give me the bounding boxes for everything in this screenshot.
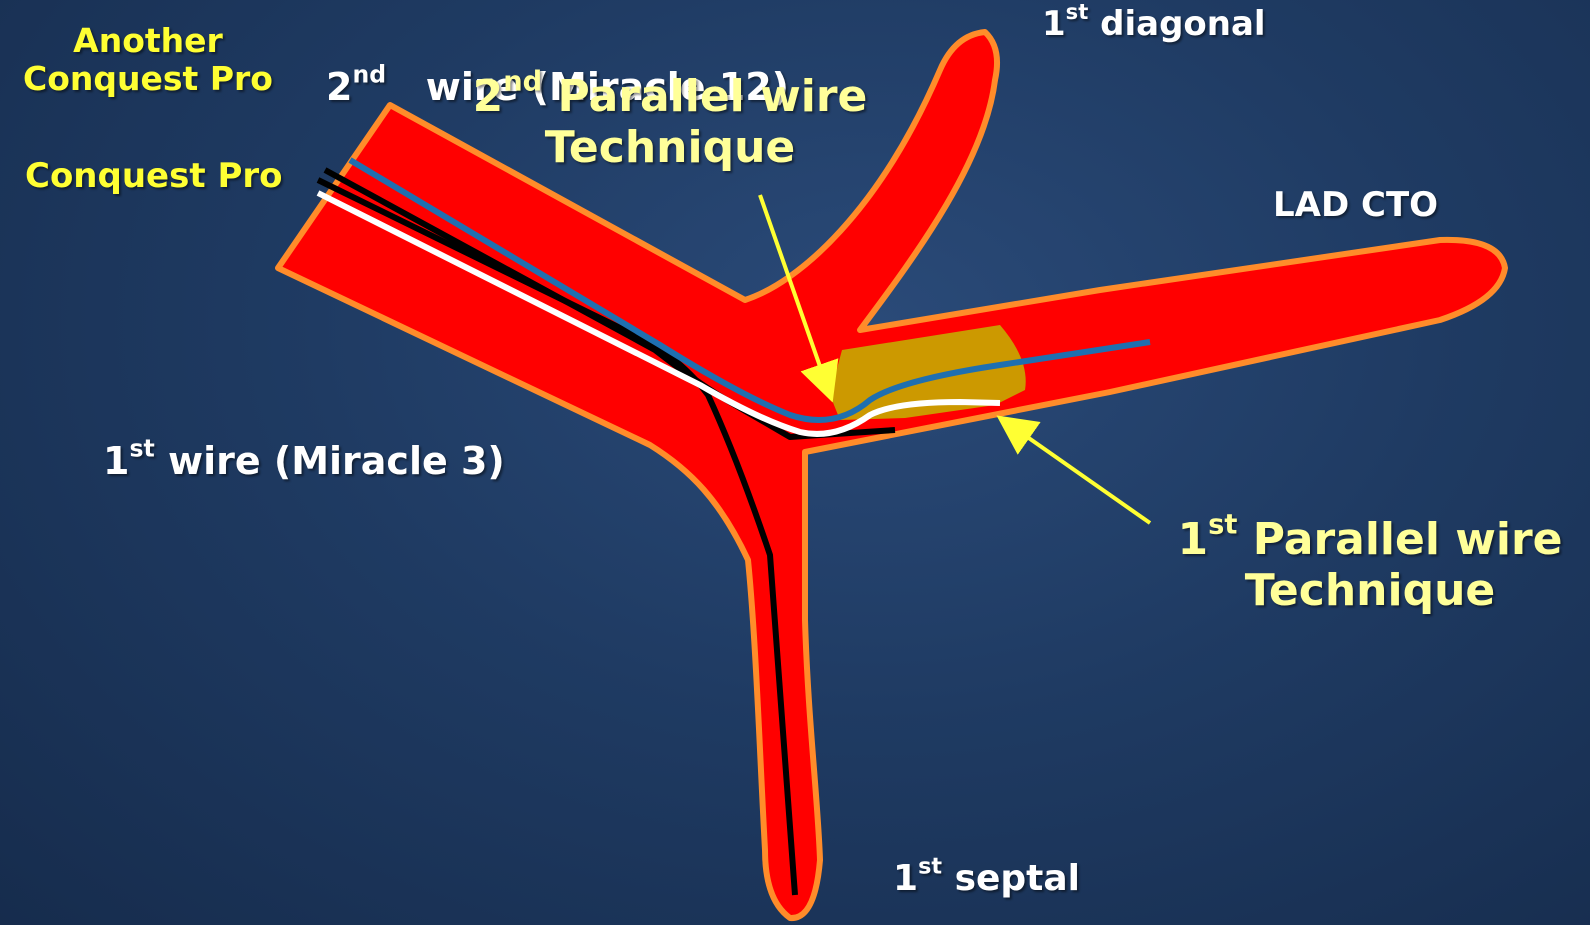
lad-cto-label: LAD CTO <box>1273 186 1438 225</box>
first-septal-label: 1st septal <box>893 858 1080 899</box>
arrow-first-parallel <box>1003 420 1150 523</box>
second-parallel-technique-label: 2nd Parallel wire Technique <box>440 72 900 173</box>
first-parallel-technique-label: 1st Parallel wire Technique <box>1160 515 1580 616</box>
another-conquest-pro-label: Another Conquest Pro <box>8 22 288 98</box>
conquest-pro-label: Conquest Pro <box>25 157 283 196</box>
first-diagonal-label: 1st diagonal <box>1042 5 1266 44</box>
first-wire-label: 1st wire (Miracle 3) <box>103 440 505 484</box>
